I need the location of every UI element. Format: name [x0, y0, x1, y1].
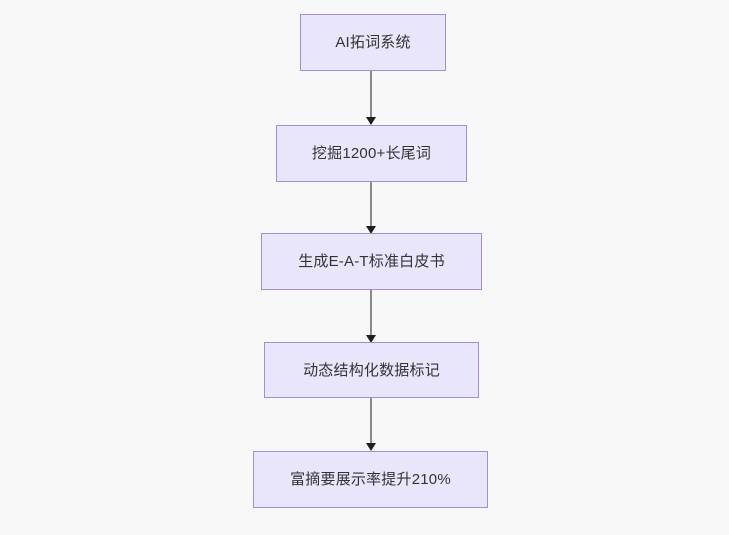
connector-line: [370, 71, 372, 117]
flow-node-1-label: AI拓词系统: [335, 34, 411, 51]
arrowhead-icon: [366, 226, 376, 234]
flow-connector-2-3: [364, 182, 378, 234]
flow-connector-1-2: [364, 71, 378, 125]
flow-node-4[interactable]: 动态结构化数据标记: [264, 342, 479, 398]
arrowhead-icon: [366, 117, 376, 125]
flow-connector-4-5: [364, 398, 378, 451]
arrowhead-icon: [366, 443, 376, 451]
flow-connector-3-4: [364, 290, 378, 343]
flow-node-2-label: 挖掘1200+长尾词: [311, 145, 432, 162]
flow-node-4-label: 动态结构化数据标记: [303, 361, 440, 379]
connector-line: [370, 398, 372, 443]
arrowhead-icon: [366, 335, 376, 343]
flow-node-3-label: 生成E-A-T标准白皮书: [298, 253, 445, 270]
flow-node-5-label: 富摘要展示率提升210%: [290, 471, 451, 488]
flow-node-1[interactable]: AI拓词系统: [300, 14, 446, 71]
flow-node-3[interactable]: 生成E-A-T标准白皮书: [261, 233, 482, 290]
connector-line: [370, 290, 372, 335]
flow-node-5[interactable]: 富摘要展示率提升210%: [253, 451, 488, 508]
flow-node-2[interactable]: 挖掘1200+长尾词: [276, 125, 467, 182]
connector-line: [370, 182, 372, 226]
